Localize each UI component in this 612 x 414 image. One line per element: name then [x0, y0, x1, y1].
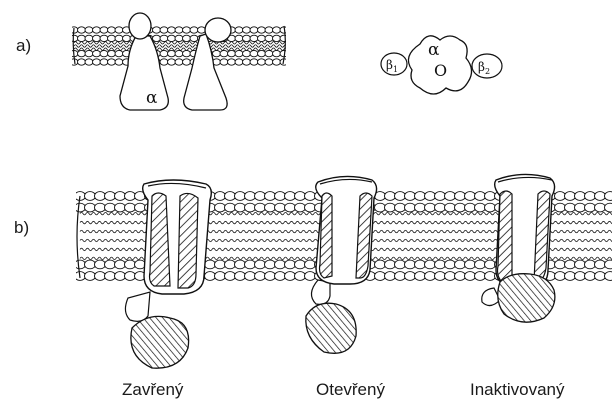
state-label-inactivated: Inaktivovaný: [470, 380, 565, 400]
panel-label-b: b): [14, 218, 29, 238]
channel-top-view: α O β1 β2: [381, 36, 502, 94]
membrane-a: [70, 26, 290, 65]
channel-open: [306, 176, 377, 353]
state-label-open: Otevřený: [316, 380, 385, 400]
pore-label: O: [434, 61, 447, 80]
alpha-label-side: α: [146, 88, 158, 108]
alpha-label-top: α: [428, 40, 440, 60]
state-label-closed: Zavřený: [122, 380, 183, 400]
panel-label-a: a): [16, 36, 31, 56]
